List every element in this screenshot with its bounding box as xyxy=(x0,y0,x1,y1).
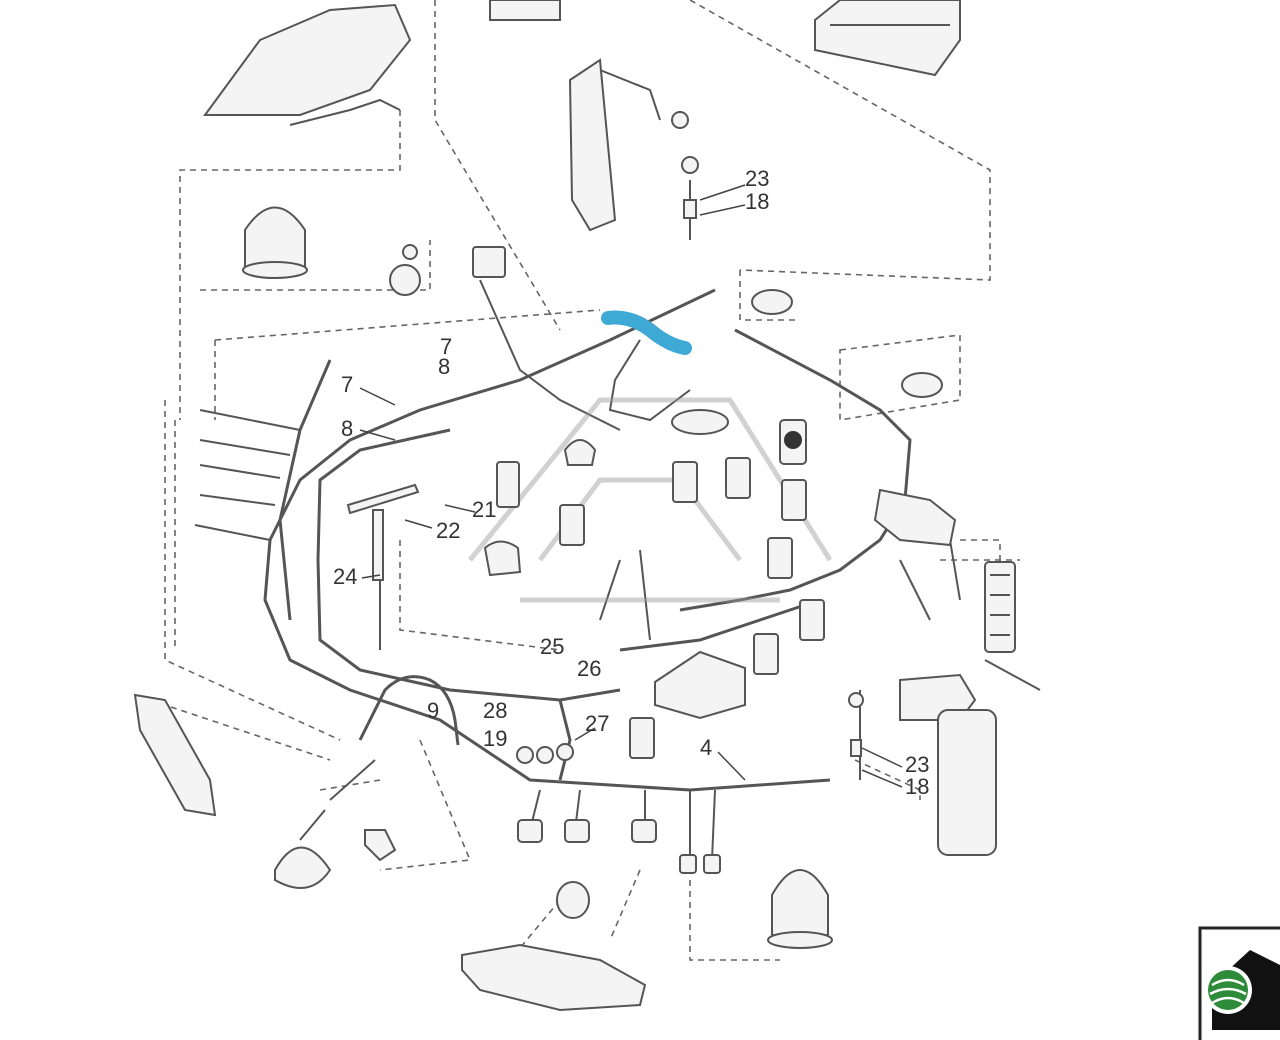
harness-cables xyxy=(194,180,961,861)
rotating-beacon-bottom xyxy=(767,869,833,949)
receiver-drier-top xyxy=(568,58,699,232)
indicator-switch xyxy=(779,419,807,465)
bulb-connectors xyxy=(516,743,721,919)
rear-lamp-left xyxy=(133,693,217,817)
part-labels: 23 18 7 8 7 8 21 22 24 25 26 9 28 19 27 … xyxy=(333,166,929,799)
marker-lamp-bottom-left xyxy=(274,809,397,889)
grommet-top-right xyxy=(751,289,793,315)
part-label: 4 xyxy=(700,735,712,760)
part-label: 7 xyxy=(341,372,353,397)
heater-block xyxy=(814,0,961,77)
relay-icon xyxy=(472,246,506,278)
rocker-switch-icon xyxy=(559,457,825,759)
receiver-drier-bottom xyxy=(848,673,997,856)
part-label: 19 xyxy=(483,726,507,751)
part-label: 18 xyxy=(905,774,929,799)
grommet-right xyxy=(901,372,943,398)
leader-lines xyxy=(359,184,903,788)
compressor-bracket xyxy=(873,488,957,547)
part-label: 26 xyxy=(577,656,601,681)
part-label: 23 xyxy=(745,166,769,191)
brand-badge-icon xyxy=(1198,926,1280,1040)
part-label: 8 xyxy=(438,354,450,379)
part-label: 28 xyxy=(483,698,507,723)
part-label: 25 xyxy=(540,634,564,659)
part-label: 27 xyxy=(585,711,609,736)
lever-switch xyxy=(346,483,420,581)
part-label: 24 xyxy=(333,564,357,589)
part-label: 23 xyxy=(905,752,929,777)
work-lamp-icon xyxy=(671,409,729,435)
heater-element-right xyxy=(984,561,1041,691)
rear-lamp-bottom xyxy=(461,943,647,1012)
part-label: 9 xyxy=(427,698,439,723)
dashed-group-lines xyxy=(149,0,1020,961)
part-label: 21 xyxy=(472,497,496,522)
fender-lamp-top xyxy=(203,3,412,126)
part-label: 22 xyxy=(436,518,460,543)
connector-icon xyxy=(389,244,421,296)
highlighted-cable xyxy=(601,310,692,355)
part-label: 18 xyxy=(745,189,769,214)
ecu-box xyxy=(654,650,746,720)
control-module-top xyxy=(489,0,561,21)
pipe-loop xyxy=(329,675,460,801)
rotating-beacon-icon xyxy=(242,206,308,279)
connector-middle xyxy=(483,439,597,577)
part-label: 7 xyxy=(440,334,452,359)
part-label: 8 xyxy=(341,416,353,441)
